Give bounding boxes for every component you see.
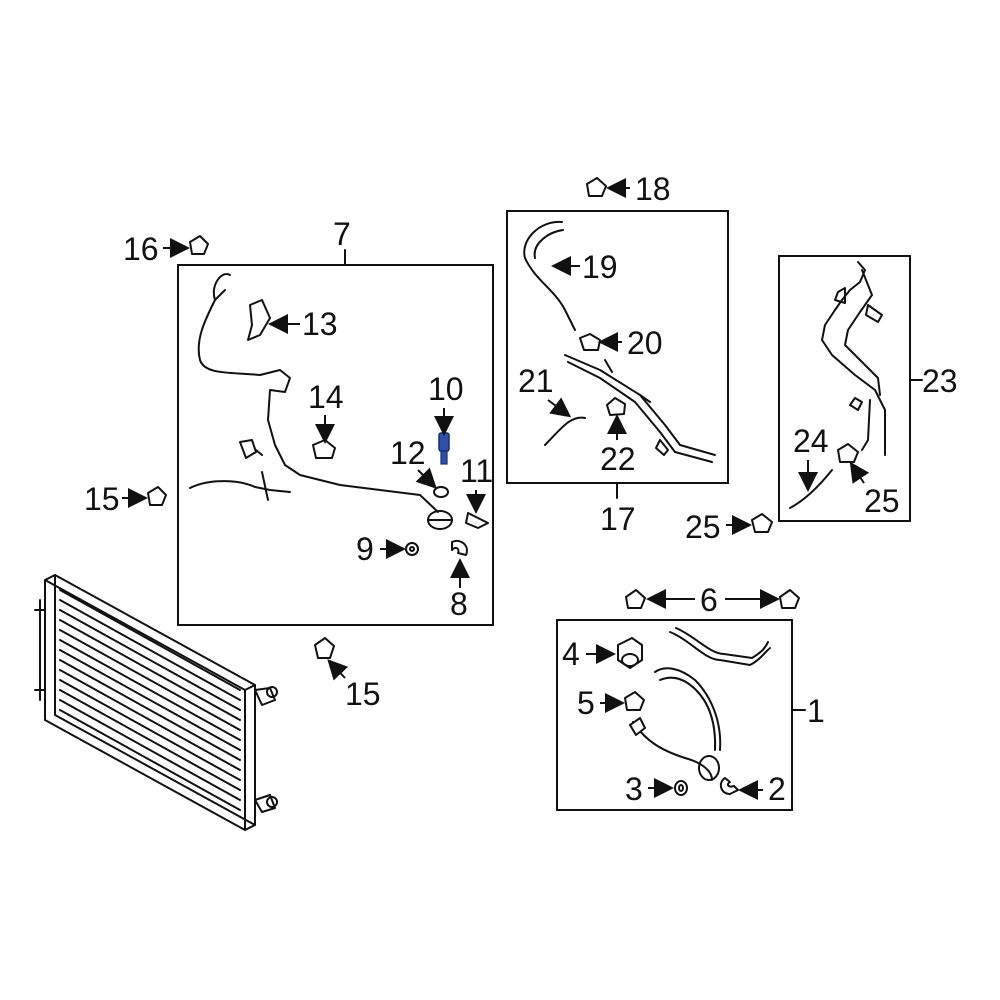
clip-25-box: [837, 443, 859, 463]
clip-18: [586, 177, 607, 197]
coolant-hose-assembly-7: [189, 273, 453, 530]
clip-2: [719, 777, 739, 795]
callout-1: 1: [807, 693, 825, 729]
o-ring-3: [674, 780, 688, 796]
callout-13: 13: [302, 306, 338, 342]
callout-15-left: 15: [84, 481, 120, 517]
callout-3: 3: [625, 771, 643, 807]
bracket-13: [247, 299, 271, 341]
callout-15-bottom: 15: [345, 676, 381, 712]
bleeder-screw-10: [438, 432, 450, 465]
pipe-17: [564, 354, 716, 463]
group-box-1: [556, 619, 793, 811]
callout-14: 14: [308, 379, 344, 415]
callout-25-free: 25: [685, 509, 721, 545]
callout-10: 10: [428, 371, 464, 407]
callout-8: 8: [450, 586, 468, 622]
group-box-23: [778, 255, 911, 522]
callout-2: 2: [768, 771, 786, 807]
callout-17: 17: [600, 501, 636, 537]
callout-19: 19: [582, 249, 618, 285]
callout-12: 12: [390, 435, 426, 471]
callout-22: 22: [600, 441, 636, 477]
clip-15-left: [147, 486, 167, 506]
hose-assembly-1: [629, 627, 771, 781]
group-box-7: [177, 264, 494, 626]
clip-6-right: [779, 589, 800, 609]
callout-9: 9: [356, 531, 374, 567]
callout-6: 6: [700, 582, 718, 618]
callout-11: 11: [460, 453, 493, 489]
o-ring-12: [433, 486, 449, 498]
o-ring-9: [405, 542, 419, 556]
clip-6-left: [625, 589, 646, 609]
radiator: [34, 574, 278, 831]
callout-16: 16: [123, 231, 159, 267]
clip-16: [189, 235, 209, 255]
callout-7: 7: [333, 216, 351, 252]
clip-22: [606, 397, 626, 416]
callout-25-box: 25: [864, 483, 900, 519]
hose-19: [523, 220, 576, 331]
callout-24: 24: [793, 423, 829, 459]
connector-left-7: [239, 439, 263, 459]
pipe-assembly-23: [821, 261, 886, 456]
callout-20: 20: [627, 325, 663, 361]
connector-4: [617, 637, 643, 669]
clip-25-free: [751, 513, 773, 533]
callout-5: 5: [577, 685, 595, 721]
clip-20: [579, 333, 601, 351]
callout-21: 21: [518, 363, 554, 399]
clip-15-bottom: [314, 637, 335, 659]
clip-5: [624, 691, 645, 711]
callout-23: 23: [922, 363, 958, 399]
clip-11: [465, 512, 489, 529]
hose-21: [544, 416, 586, 446]
callout-18: 18: [635, 171, 671, 207]
clip-8: [451, 539, 468, 556]
callout-4: 4: [562, 636, 580, 672]
hose-24: [789, 469, 833, 509]
